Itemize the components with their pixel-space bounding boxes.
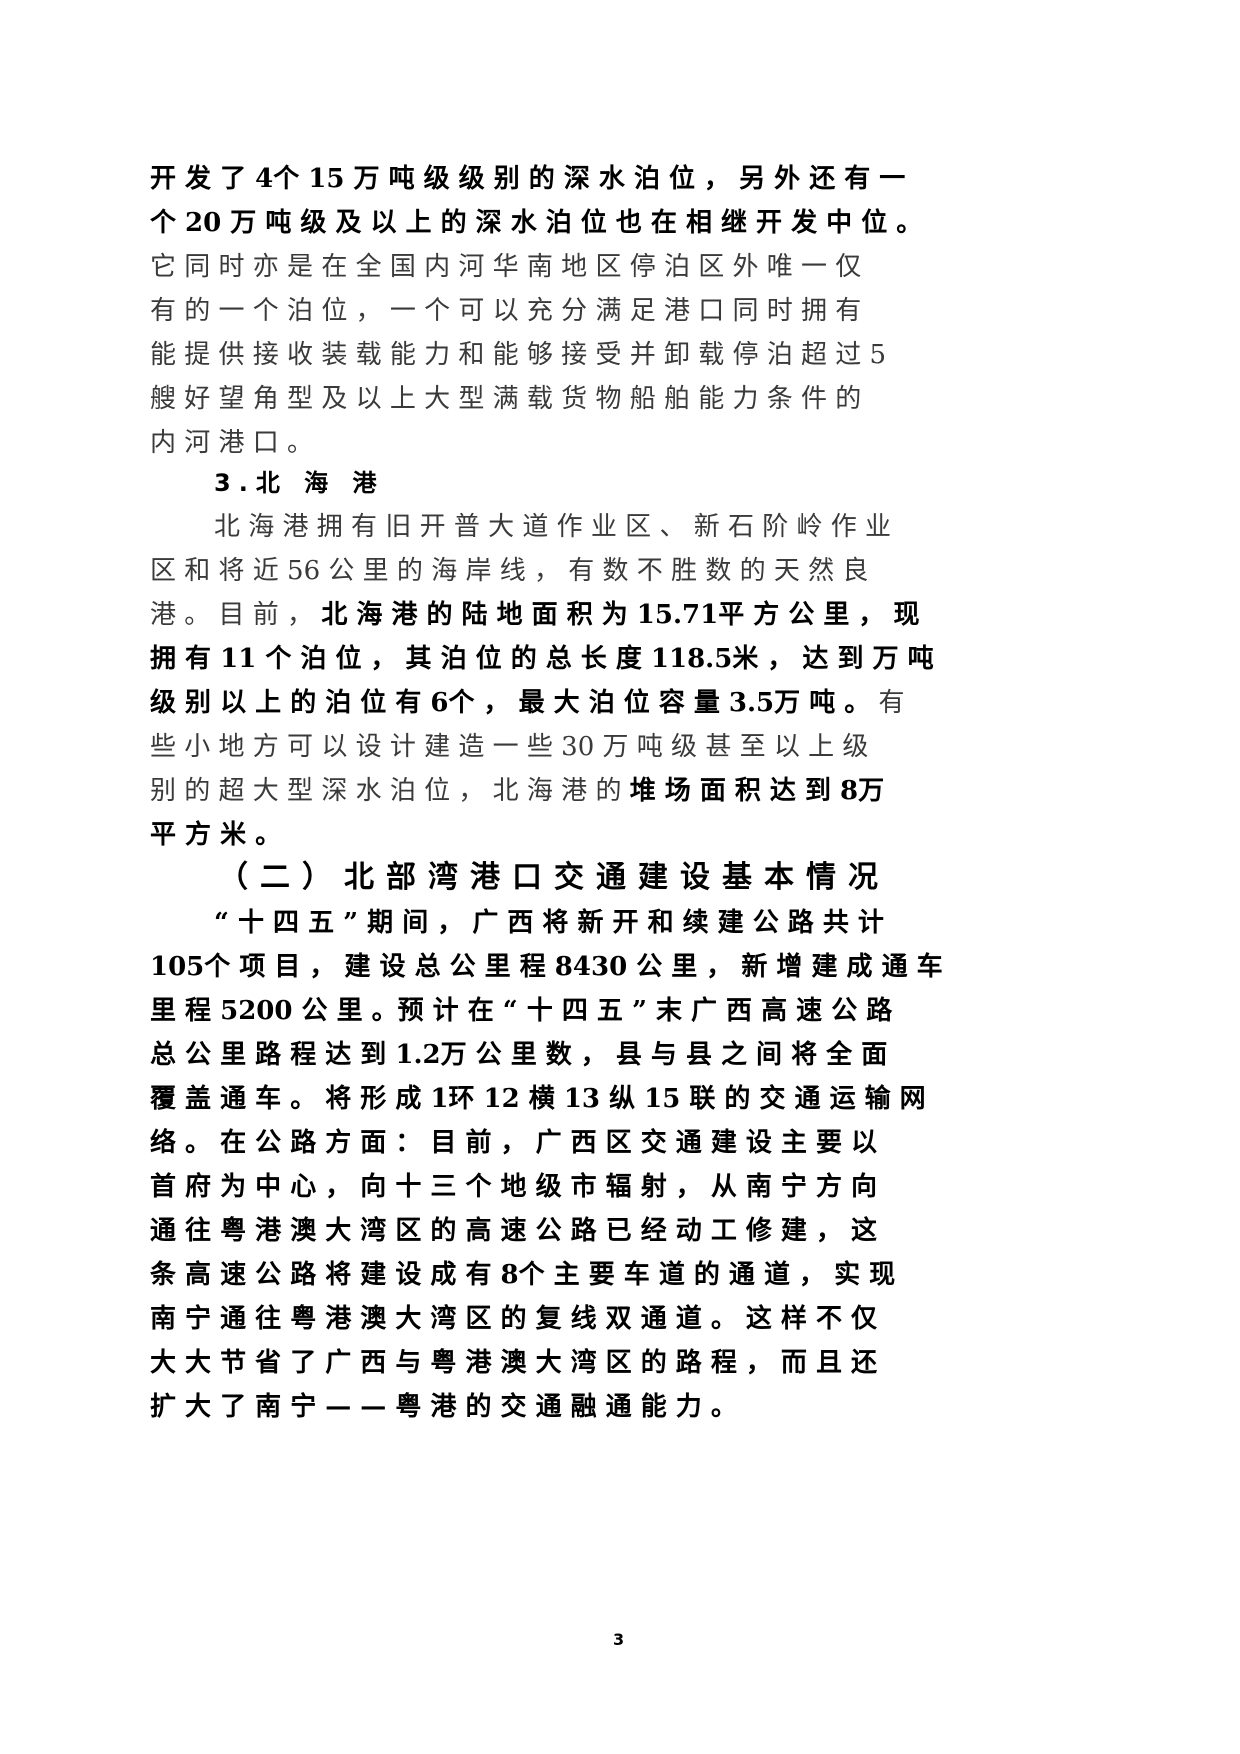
text-line: 北 海 港 拥 有 旧 开 普 大 道 作 业 区 、 新 石 阶 岭 作 业	[214, 512, 892, 542]
text-line: 105个 项 目 ， 建 设 总 公 里 程 8430 公 里 ， 新 增 建 …	[150, 952, 943, 982]
text-line: 些 小 地 方 可 以 设 计 建 造 一 些 30 万 吨 级 甚 至 以 上…	[150, 732, 869, 762]
text-line: 络 。 在 公 路 方 面 ： 目 前 ， 广 西 区 交 通 建 设 主 要 …	[150, 1128, 878, 1158]
text-line: “ 十 四 五 ” 期 间 ， 广 西 将 新 开 和 续 建 公 路 共 计	[214, 908, 884, 938]
page-number: 3	[613, 1630, 625, 1649]
text-line: 条 高 速 公 路 将 建 设 成 有 8个 主 要 车 道 的 通 道 ， 实…	[150, 1260, 896, 1290]
text-line: 扩 大 了 南 宁 — — 粤 港 的 交 通 融 通 能 力 。	[150, 1392, 737, 1422]
section-heading-beibu-gulf-transport: （二）北部湾港口交通建设基本情况	[218, 860, 890, 895]
text-line: 级 别 以 上 的 泊 位 有 6个 ， 最 大 泊 位 容 量 3.5万 吨 …	[150, 688, 905, 718]
text-line: 能 提 供 接 收 装 载 能 力 和 能 够 接 受 并 卸 载 停 泊 超 …	[150, 340, 887, 370]
text-line: 南 宁 通 往 粤 港 澳 大 湾 区 的 复 线 双 通 道 。 这 样 不 …	[150, 1304, 878, 1334]
text-line: 覆 盖 通 车 。 将 形 成 1环 12 横 13 纵 15 联 的 交 通 …	[150, 1084, 926, 1114]
text-line: 平 方 米 。	[150, 820, 282, 850]
text-line: 别 的 超 大 型 深 水 泊 位 ， 北 海 港 的 堆 场 面 积 达 到 …	[150, 776, 885, 806]
text-line: 总 公 里 路 程 达 到 1.2万 公 里 数 ， 县 与 县 之 间 将 全…	[150, 1040, 888, 1070]
text-line: 它 同 时 亦 是 在 全 国 内 河 华 南 地 区 停 泊 区 外 唯 一 …	[150, 252, 862, 282]
text-line: 通 往 粤 港 澳 大 湾 区 的 高 速 公 路 已 经 动 工 修 建 ， …	[150, 1216, 878, 1246]
text-line: 区 和 将 近 56 公 里 的 海 岸 线 ， 有 数 不 胜 数 的 天 然…	[150, 556, 869, 586]
text-line: 艘 好 望 角 型 及 以 上 大 型 满 载 货 物 船 舶 能 力 条 件 …	[150, 384, 862, 414]
text-line: 开 发 了 4个 15 万 吨 级 级 别 的 深 水 泊 位 ， 另 外 还 …	[150, 164, 906, 194]
section-heading-beihai-port: 3.北 海 港	[214, 469, 385, 497]
text-line: 有 的 一 个 泊 位 ， 一 个 可 以 充 分 满 足 港 口 同 时 拥 …	[150, 296, 862, 326]
text-line: 个 20 万 吨 级 及 以 上 的 深 水 泊 位 也 在 相 继 开 发 中…	[150, 208, 923, 238]
text-line: 首 府 为 中 心 ， 向 十 三 个 地 级 市 辐 射 ， 从 南 宁 方 …	[150, 1172, 878, 1202]
text-line: 内 河 港 口 。	[150, 428, 314, 458]
text-line: 大 大 节 省 了 广 西 与 粤 港 澳 大 湾 区 的 路 程 ， 而 且 …	[150, 1348, 878, 1378]
text-line: 拥 有 11 个 泊 位 ， 其 泊 位 的 总 长 度 118.5米 ， 达 …	[150, 644, 934, 674]
text-line: 里 程 5200 公 里 。预 计 在 “ 十 四 五 ” 末 广 西 高 速 …	[150, 996, 893, 1026]
text-line: 港 。 目 前 ， 北 海 港 的 陆 地 面 积 为 15.71平 方 公 里…	[150, 600, 920, 630]
